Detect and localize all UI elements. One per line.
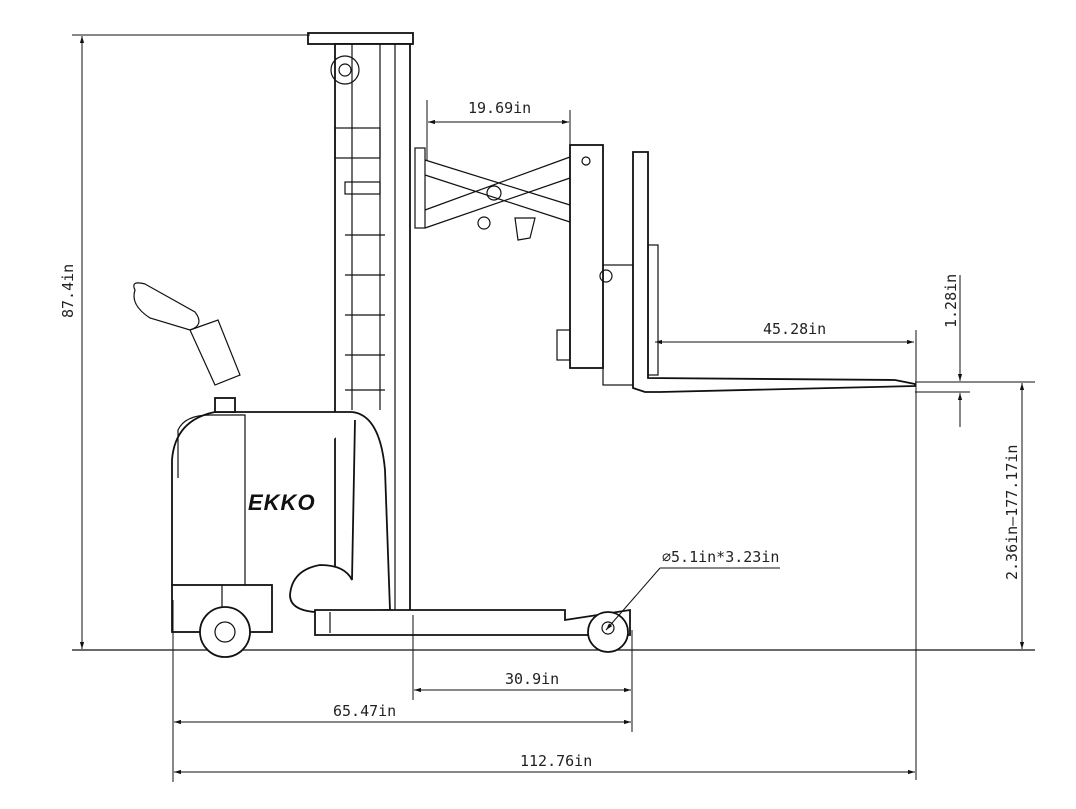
lift-height-label: 2.36in—177.17in bbox=[1003, 445, 1021, 580]
scissor-reach-label: 19.69in bbox=[468, 99, 531, 117]
forklift: EKKO bbox=[133, 32, 916, 658]
fork-length-label: 45.28in bbox=[763, 320, 826, 338]
mast-top-plate bbox=[307, 32, 414, 45]
fork-thickness-label: 1.28in bbox=[942, 274, 960, 328]
base-leg-length-label: 30.9in bbox=[505, 670, 559, 688]
dimension-lines bbox=[72, 34, 1035, 782]
load-wheel bbox=[587, 611, 629, 653]
wheel-size-label: ∅5.1in*3.23in bbox=[662, 548, 779, 566]
chassis-length-label: 65.47in bbox=[333, 702, 396, 720]
carriage-plate bbox=[569, 144, 604, 369]
overall-length-label: 112.76in bbox=[520, 752, 592, 770]
overall-height-label: 87.4in bbox=[59, 264, 77, 318]
brand-logo: EKKO bbox=[248, 490, 316, 515]
fork bbox=[632, 151, 916, 393]
tiller-handle bbox=[133, 282, 241, 386]
scissor-mechanism bbox=[414, 147, 571, 241]
base-leg bbox=[314, 608, 631, 636]
drive-wheel bbox=[199, 606, 251, 658]
